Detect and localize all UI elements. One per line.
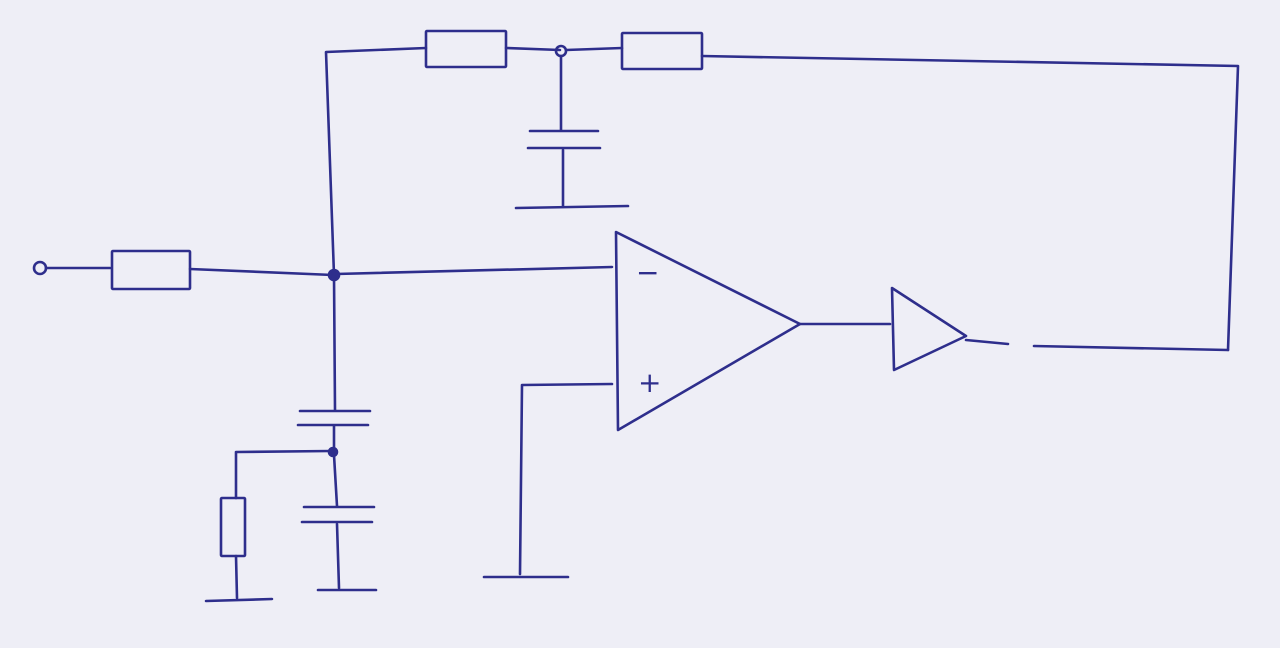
inverting-sign: − [636, 256, 659, 289]
wire-t-right [564, 46, 624, 52]
shunt-resistor-icon [219, 496, 247, 558]
series-capacitor-icon [296, 409, 372, 427]
t-node-capacitor-icon [526, 129, 602, 150]
wire-node-to-inverting [334, 265, 614, 276]
output-buffer-icon [890, 286, 968, 372]
t-node-ground-line [514, 204, 630, 210]
wire-shunt-cap-to-ground [335, 522, 341, 590]
feedback-resistor-right-icon [620, 31, 704, 71]
wire-buffer-to-feedback [1032, 344, 1230, 352]
wire-t-left [504, 46, 562, 52]
shunt-res-ground-line [204, 597, 274, 603]
wire-shunt-res-to-ground [234, 554, 239, 600]
wire-feedback-return [700, 54, 1240, 352]
wire-node-up [324, 46, 428, 277]
wire-noninverting [518, 382, 614, 576]
op-amp-icon [614, 230, 802, 432]
wire-buffer-out [964, 338, 1010, 346]
wire-node-down [332, 273, 337, 412]
wire-junction-to-shunt-cap [332, 453, 339, 508]
wire-input-to-node [188, 267, 335, 277]
wire-junction-left [234, 449, 333, 500]
noninverting-sign: + [638, 366, 661, 399]
shunt-capacitor-icon [300, 505, 376, 524]
